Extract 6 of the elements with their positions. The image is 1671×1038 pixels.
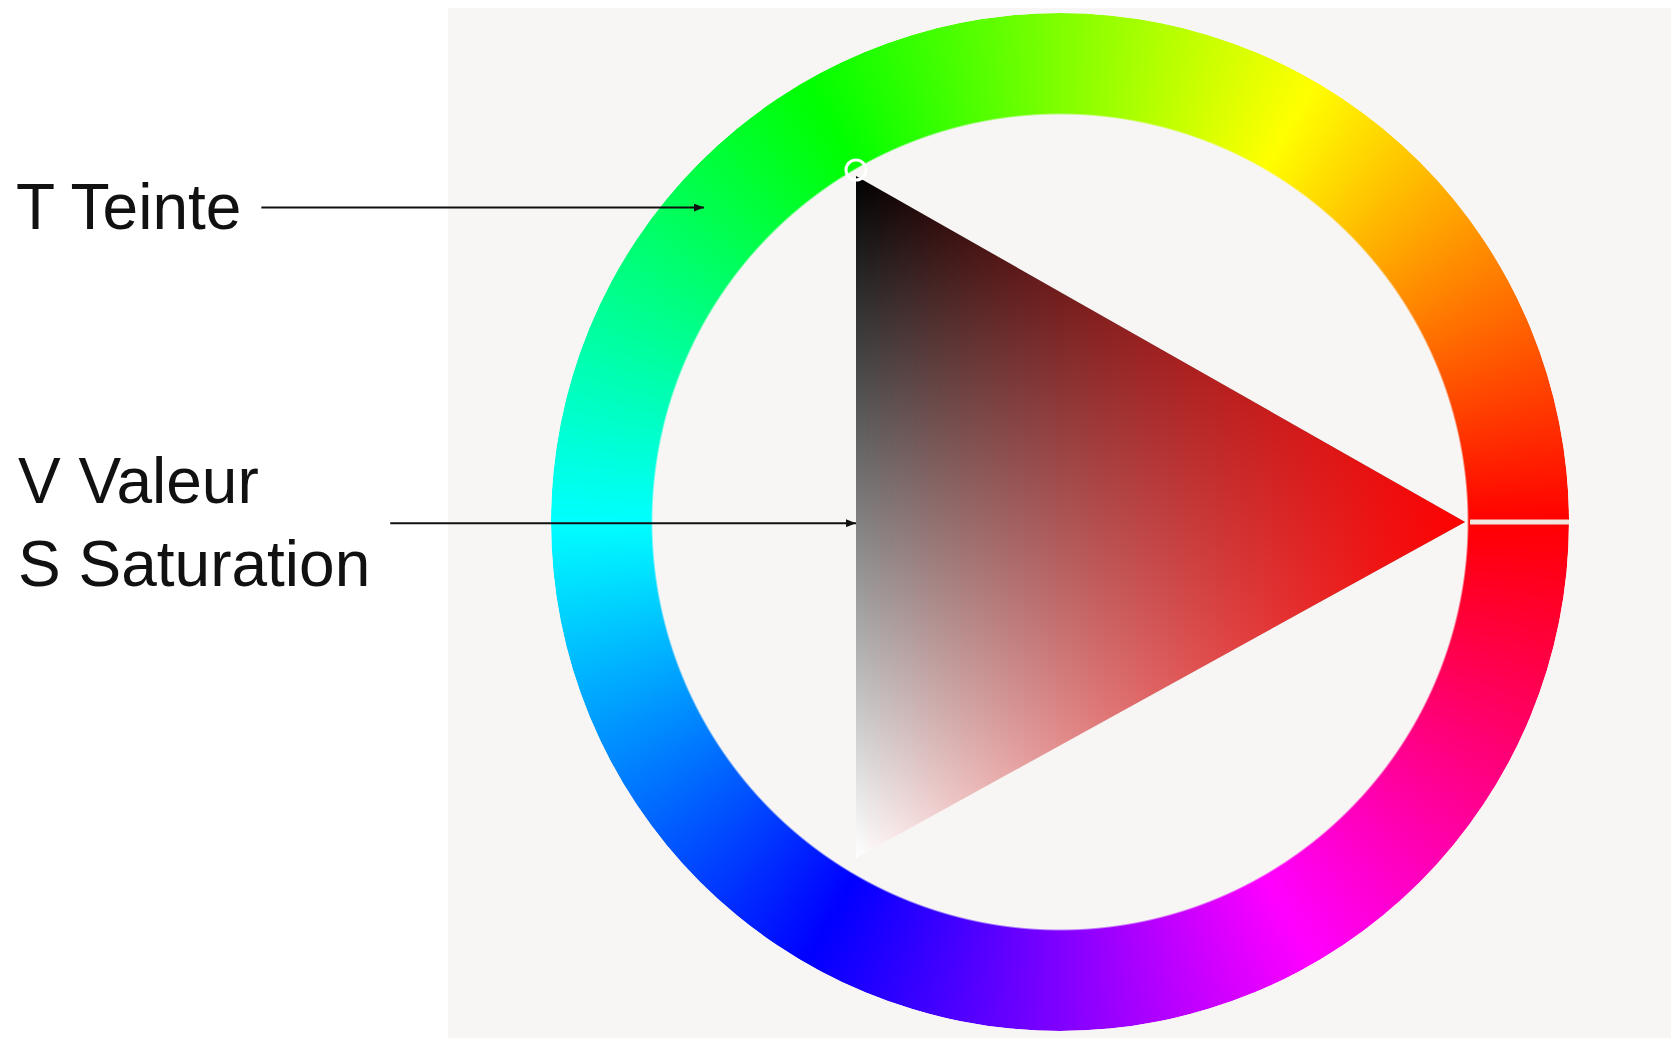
axis-label: V Valeur: [18, 444, 260, 519]
leader-arrow: [389, 519, 857, 528]
axis-label: T Teinte: [16, 170, 242, 245]
hue-ring: [551, 13, 1569, 1031]
axis-label: S Saturation: [18, 527, 371, 603]
leader-arrow: [260, 203, 705, 212]
